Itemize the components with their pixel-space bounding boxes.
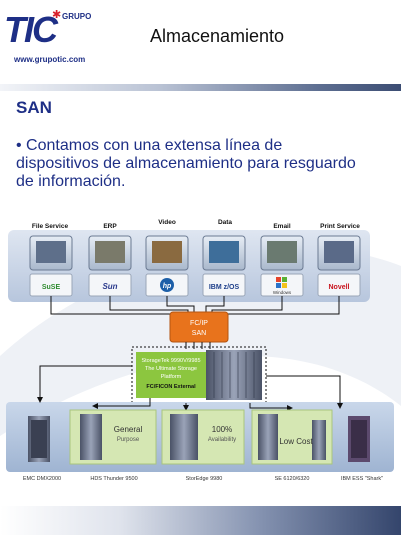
device-label: StorEdge 9980 [186,476,223,482]
footer-bar [0,506,401,535]
app-label: ERP [103,223,117,230]
logo-url: www.grupotic.com [14,55,86,64]
app-label: Print Service [320,223,360,230]
brand-logo: Windows [273,290,292,295]
device-label: EMC DMX2000 [23,476,61,482]
app-data: Data IBM z/OS [202,219,246,297]
platform-line3: Platform [161,374,182,380]
central-platform [136,352,206,398]
app-video: Video hp [145,219,189,297]
device-label: IBM ESS "Shark" [341,476,383,482]
platform-to-storage [37,365,343,411]
section-title: SAN [16,98,52,117]
central-rack [206,350,262,400]
tier-general-line2: Purpose [117,437,140,443]
device-label: SE 6120/6320 [275,476,310,482]
brand-logo: Sun [102,282,117,291]
san-switch [169,311,229,343]
app-file-service: File Service SuSE [29,223,73,297]
san-switch-line2: SAN [192,330,206,337]
platform-line4: FC/FICON External [146,384,196,390]
brand-logo: Novell [328,284,349,291]
app-label: Data [218,219,232,226]
app-erp: ERP Sun [88,223,132,297]
logo-star-icon: ✱ [52,9,62,21]
brand-logo: IBM z/OS [209,284,240,291]
body-paragraph: • Contamos con una extensa línea de disp… [16,137,356,190]
platform-line2: The Ultimate Storage [145,366,197,372]
tier-lowcost-label: Low Cost [279,437,313,446]
grupo-tic-logo: TIC [4,9,58,50]
app-email: Email Windows [260,223,304,297]
san-to-platform [185,342,211,349]
header-divider [0,84,401,91]
tier-availability-line2: Availability [208,437,236,443]
brand-logo: hp [163,283,172,290]
tier-general-line1: General [114,425,143,434]
platform-line1: StorageTek 9990V/9985 [141,358,200,364]
san-switch-line1: FC/IP [190,320,208,327]
app-label: Email [273,223,291,230]
san-diagram: File Service SuSE ERP Sun Video hp Data … [0,219,401,482]
page-title: Almacenamiento [150,26,285,46]
app-label: File Service [32,223,69,230]
tier-availability-line1: 100% [212,425,232,434]
logo-grupo-text: GRUPO [62,12,92,21]
device-label: HDS Thunder 9500 [90,476,137,482]
app-print-service: Print Service Novell [317,223,361,297]
app-label: Video [158,219,176,226]
brand-logo: SuSE [42,284,61,291]
